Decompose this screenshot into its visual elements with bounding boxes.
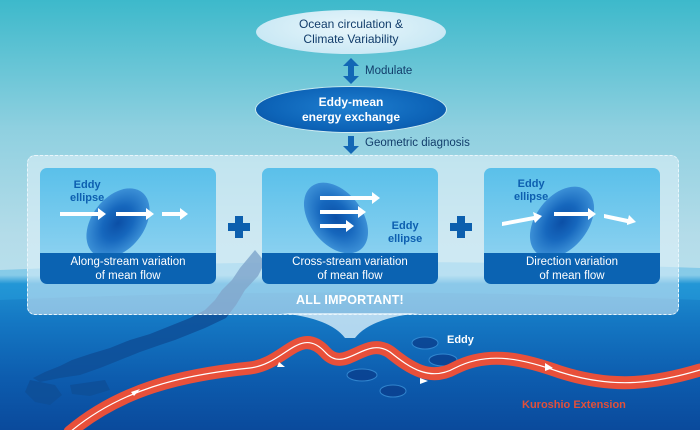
funnel-arrow-icon bbox=[280, 313, 420, 338]
kuroshio-extension-label: Kuroshio Extension bbox=[522, 399, 626, 411]
all-important-label: ALL IMPORTANT! bbox=[296, 293, 404, 307]
flow-arrow-icon bbox=[162, 208, 188, 220]
flow-arrows bbox=[320, 192, 380, 232]
card-caption: Along-stream variation of mean flow bbox=[40, 253, 216, 284]
flow-arrow-icon bbox=[320, 220, 354, 232]
top-node-line1: Ocean circulation & bbox=[298, 17, 404, 31]
japan-shikoku-icon bbox=[70, 380, 110, 396]
flow-arrows bbox=[60, 208, 188, 220]
current-arrow-icon bbox=[545, 363, 553, 371]
card-caption: Direction variation of mean flow bbox=[484, 253, 660, 284]
double-arrow-icon bbox=[343, 58, 359, 84]
flow-arrow-icon bbox=[604, 214, 636, 225]
map-eddy-label: Eddy bbox=[447, 334, 474, 346]
flow-arrow-icon bbox=[320, 206, 366, 218]
kuroshio-current-centerline bbox=[71, 341, 700, 430]
flow-arrow-icon bbox=[554, 208, 596, 220]
current-arrow-icon bbox=[277, 362, 285, 367]
ocean-circulation-node: Ocean circulation & Climate Variability bbox=[256, 10, 446, 54]
geometric-diagnosis-label: Geometric diagnosis bbox=[365, 137, 470, 149]
current-arrow-icon bbox=[420, 378, 428, 384]
mid-node-line2: energy exchange bbox=[301, 109, 401, 124]
japan-landmass-icon bbox=[33, 250, 265, 382]
flow-arrows bbox=[502, 208, 636, 226]
current-arrow-icon bbox=[131, 389, 140, 396]
flow-arrow-icon bbox=[502, 212, 542, 226]
flow-arrow-icon bbox=[320, 192, 380, 204]
down-arrow-icon bbox=[343, 136, 359, 154]
card-caption: Cross-stream variation of mean flow bbox=[262, 253, 438, 284]
eddy-ring bbox=[411, 336, 439, 350]
flow-arrow-icon bbox=[116, 208, 154, 220]
japan-kyushu-icon bbox=[25, 380, 62, 405]
eddy-ring bbox=[346, 368, 378, 382]
eddy-rings bbox=[346, 336, 458, 398]
plus-icon bbox=[450, 216, 472, 238]
eddy-ring bbox=[379, 384, 407, 398]
eddy-mean-exchange-node: Eddy-mean energy exchange bbox=[256, 87, 446, 132]
top-node-line2: Climate Variability bbox=[303, 32, 399, 46]
mid-node-line1: Eddy-mean bbox=[318, 94, 384, 109]
modulate-label: Modulate bbox=[365, 65, 413, 77]
plus-icon bbox=[228, 216, 250, 238]
flow-arrow-icon bbox=[60, 208, 106, 220]
